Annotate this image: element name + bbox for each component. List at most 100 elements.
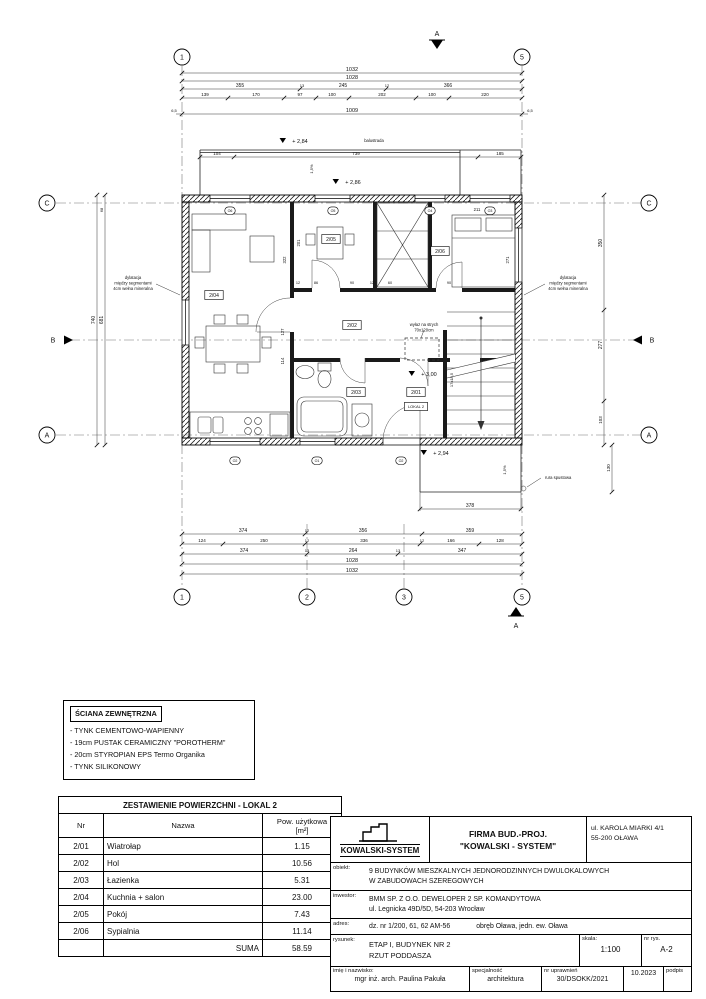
spec-value: architektura	[487, 976, 524, 984]
svg-text:350: 350	[598, 239, 604, 248]
suma-label: SUMA	[103, 939, 263, 957]
svg-text:185: 185	[496, 151, 504, 156]
stairs	[446, 311, 516, 430]
firm-name-line2: "KOWALSKI - SYSTEM"	[459, 840, 557, 851]
svg-text:347: 347	[458, 548, 467, 554]
plan-label: 201	[296, 239, 301, 247]
svg-text:166: 166	[447, 538, 455, 543]
plan-label: 127	[280, 328, 285, 336]
floor-plan-drawing: 15A1235ACABCAB10321028355132451236613917…	[38, 31, 658, 630]
svg-text:201: 201	[296, 239, 301, 247]
axis-markers	[38, 48, 658, 606]
svg-text:12: 12	[370, 281, 374, 285]
plan-label: 277	[598, 341, 604, 350]
svg-text:90: 90	[447, 281, 451, 285]
svg-text:1032: 1032	[346, 568, 358, 574]
plan-label: 374	[239, 528, 248, 534]
svg-text:O6: O6	[228, 209, 233, 213]
svg-text:B: B	[650, 338, 655, 345]
svg-text:1032: 1032	[346, 67, 358, 73]
area-table-title: ZESTAWIENIE POWIERZCHNI - LOKAL 2	[58, 796, 342, 814]
plan-label: 356	[359, 528, 368, 534]
axis-right-c: C	[646, 201, 651, 208]
axis-bottom-5: 5	[520, 595, 524, 602]
plan-label: 6,5	[171, 108, 177, 113]
svg-text:100: 100	[328, 92, 336, 97]
svg-text:211: 211	[474, 207, 481, 212]
svg-text:12: 12	[296, 281, 300, 285]
suma-empty-cell	[58, 939, 104, 957]
cell-nazwa: Pokój	[103, 905, 263, 923]
svg-text:1028: 1028	[346, 75, 358, 81]
skala-cell: skala: 1:100	[579, 935, 641, 967]
plan-label: 130	[606, 464, 611, 472]
stairs-note: 17x18,5	[449, 372, 454, 387]
legend-item: - TYNK SILIKONOWY	[70, 761, 141, 771]
plan-label: 68	[99, 207, 104, 212]
svg-text:127: 127	[280, 328, 285, 336]
svg-text:balustrada: balustrada	[364, 138, 384, 143]
room-tag-2-01: 2/01	[406, 387, 426, 397]
inwestor-label: inwestor:	[333, 893, 357, 899]
svg-text:60: 60	[388, 281, 392, 285]
svg-text:68: 68	[99, 207, 104, 212]
wall-legend: ŚCIANA ZEWNĘTRZNA - TYNK CEMENTOWO-WAPIE…	[63, 700, 255, 780]
plan-label: 1028	[346, 75, 358, 81]
legend-items: - TYNK CEMENTOWO-WAPIENNY- 19cm PUSTAK C…	[70, 725, 248, 773]
svg-text:+ 2,84: + 2,84	[292, 139, 307, 145]
wardrobe	[376, 202, 429, 288]
plan-label: 739	[352, 151, 360, 156]
svg-text:12: 12	[305, 538, 310, 543]
svg-text:322: 322	[282, 256, 287, 264]
svg-text:90: 90	[350, 281, 354, 285]
plan-label: 128	[496, 538, 504, 543]
plan-label: 97	[297, 92, 303, 97]
svg-text:103: 103	[598, 416, 603, 424]
svg-text:355: 355	[236, 83, 245, 89]
plan-label: 359	[466, 528, 475, 534]
svg-text:374: 374	[240, 548, 249, 554]
upr-label: nr uprawnień	[544, 968, 578, 975]
svg-text:1009: 1009	[346, 108, 358, 114]
logo-text: KOWALSKI-SYSTEM	[339, 843, 421, 857]
room-tag-2-06: 2/06	[430, 246, 450, 256]
balustrada-note: balustrada	[364, 138, 384, 143]
svg-text:12: 12	[385, 83, 390, 88]
plan-label: 104	[213, 151, 221, 156]
plan-label: 366	[444, 83, 453, 89]
svg-text:271: 271	[505, 256, 510, 264]
svg-text:374: 374	[239, 528, 248, 534]
section-marker-bottom-a: A	[514, 623, 519, 630]
plan-label: 6,5	[527, 108, 533, 113]
svg-text:124: 124	[198, 538, 206, 543]
lokal-2-tag: LOKAL 2	[404, 402, 428, 411]
svg-text:12: 12	[305, 528, 310, 533]
window-tag: O2	[395, 456, 407, 465]
svg-text:100: 100	[428, 92, 436, 97]
svg-text:130: 130	[606, 464, 611, 472]
svg-text:245: 245	[339, 83, 348, 89]
room-tag-2-05: 2/05	[321, 234, 341, 244]
svg-text:740: 740	[91, 316, 97, 325]
plan-label: 12	[296, 281, 300, 285]
svg-text:2/02: 2/02	[347, 323, 357, 329]
plan-label: 139	[201, 92, 209, 97]
plan-label: 90	[350, 281, 354, 285]
cell-nr: 2/05	[58, 905, 104, 923]
plan-label: 271	[505, 256, 510, 264]
plan-label: 60	[388, 281, 392, 285]
svg-text:366: 366	[444, 83, 453, 89]
table-suma-row: SUMA 58.59	[58, 939, 342, 957]
logo-icon	[359, 822, 397, 842]
svg-text:1: 1	[180, 595, 184, 602]
svg-text:A: A	[435, 31, 440, 38]
firm-address-cell: ul. KAROLA MIARKI 4/1 55-200 OŁAWA	[587, 817, 691, 862]
plan-label: 1028	[346, 558, 358, 564]
svg-text:2/04: 2/04	[209, 293, 219, 299]
svg-text:LOKAL 2: LOKAL 2	[408, 404, 425, 409]
axis-bottom-2: 2	[305, 595, 309, 602]
